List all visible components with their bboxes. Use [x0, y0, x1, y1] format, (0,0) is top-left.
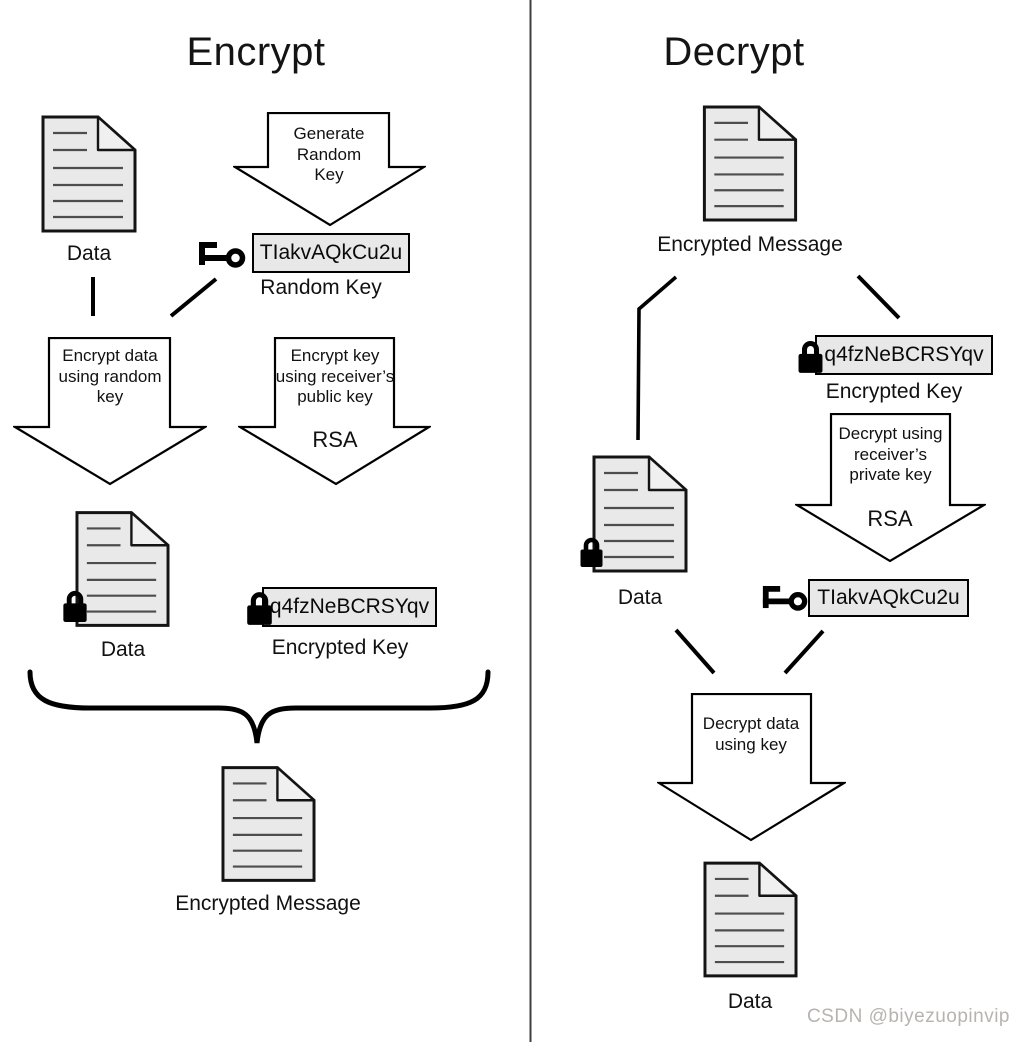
generate-key-arrow [233, 112, 426, 227]
key-icon [196, 239, 246, 269]
decrypt-input-doc-label: Encrypted Message [657, 233, 843, 256]
document-icon [75, 511, 170, 627]
encrypted-key-box: q4fzNeBCRSYqv [815, 335, 993, 375]
combine-brace [27, 669, 491, 744]
connector-key-to-decrypt-arrow [783, 629, 825, 675]
encrypted-key-box: q4fzNeBCRSYqv [262, 587, 437, 627]
lock-icon [579, 534, 604, 568]
encrypt-output-doc-label: Encrypted Message [175, 892, 361, 915]
decrypt-key-arrow-label: Decrypt using receiver’s private key [838, 424, 943, 485]
encrypted-key-label: Encrypted Key [271, 636, 409, 659]
encrypt-data-arrow [13, 337, 207, 486]
decrypt-data-arrow-label: Decrypt data using key [702, 714, 800, 754]
encrypt-data-arrow-label: Encrypt data using random key [58, 346, 162, 407]
generate-key-arrow-label: Generate Random Key [293, 124, 365, 185]
encrypt-locked-doc-label: Data [100, 638, 146, 661]
decrypt-title: Decrypt [663, 30, 805, 74]
key-icon [760, 583, 808, 612]
decrypt-key-arrow [795, 413, 986, 563]
document-icon [221, 766, 316, 882]
random-key-label: Random Key [260, 276, 382, 299]
connector-message-to-data [636, 275, 678, 441]
decrypt-output-doc-label: Data [727, 990, 773, 1013]
watermark: CSDN @biyezuopinvip [806, 1006, 1010, 1027]
decrypt-key-arrow-algorithm: RSA [867, 506, 913, 531]
random-key-box: TIakvAQkCu2u [252, 233, 410, 273]
lock-icon [62, 587, 88, 623]
decrypt-data-arrow [657, 693, 846, 842]
encrypt-title: Encrypt [186, 30, 326, 74]
decrypted-key-box: TIakvAQkCu2u [808, 579, 969, 617]
document-icon [41, 115, 137, 233]
lock-icon [796, 337, 825, 374]
decrypt-locked-doc-label: Data [617, 586, 663, 609]
lock-icon [245, 588, 274, 626]
decrypt-encrypted-key-label: Encrypted Key [825, 380, 963, 403]
document-icon [702, 105, 798, 222]
connector-data-to-decrypt-arrow [674, 628, 716, 675]
encrypt-key-arrow-label: Encrypt key using receiver’s public key [275, 346, 395, 407]
encrypt-source-doc-label: Data [66, 242, 112, 265]
document-icon [703, 861, 798, 978]
encrypt-key-arrow [238, 337, 431, 486]
connector-key-to-encrypt-arrow [169, 277, 218, 318]
document-icon [592, 455, 688, 573]
connector-message-to-key [856, 274, 901, 320]
encrypt-key-arrow-algorithm: RSA [312, 427, 358, 452]
